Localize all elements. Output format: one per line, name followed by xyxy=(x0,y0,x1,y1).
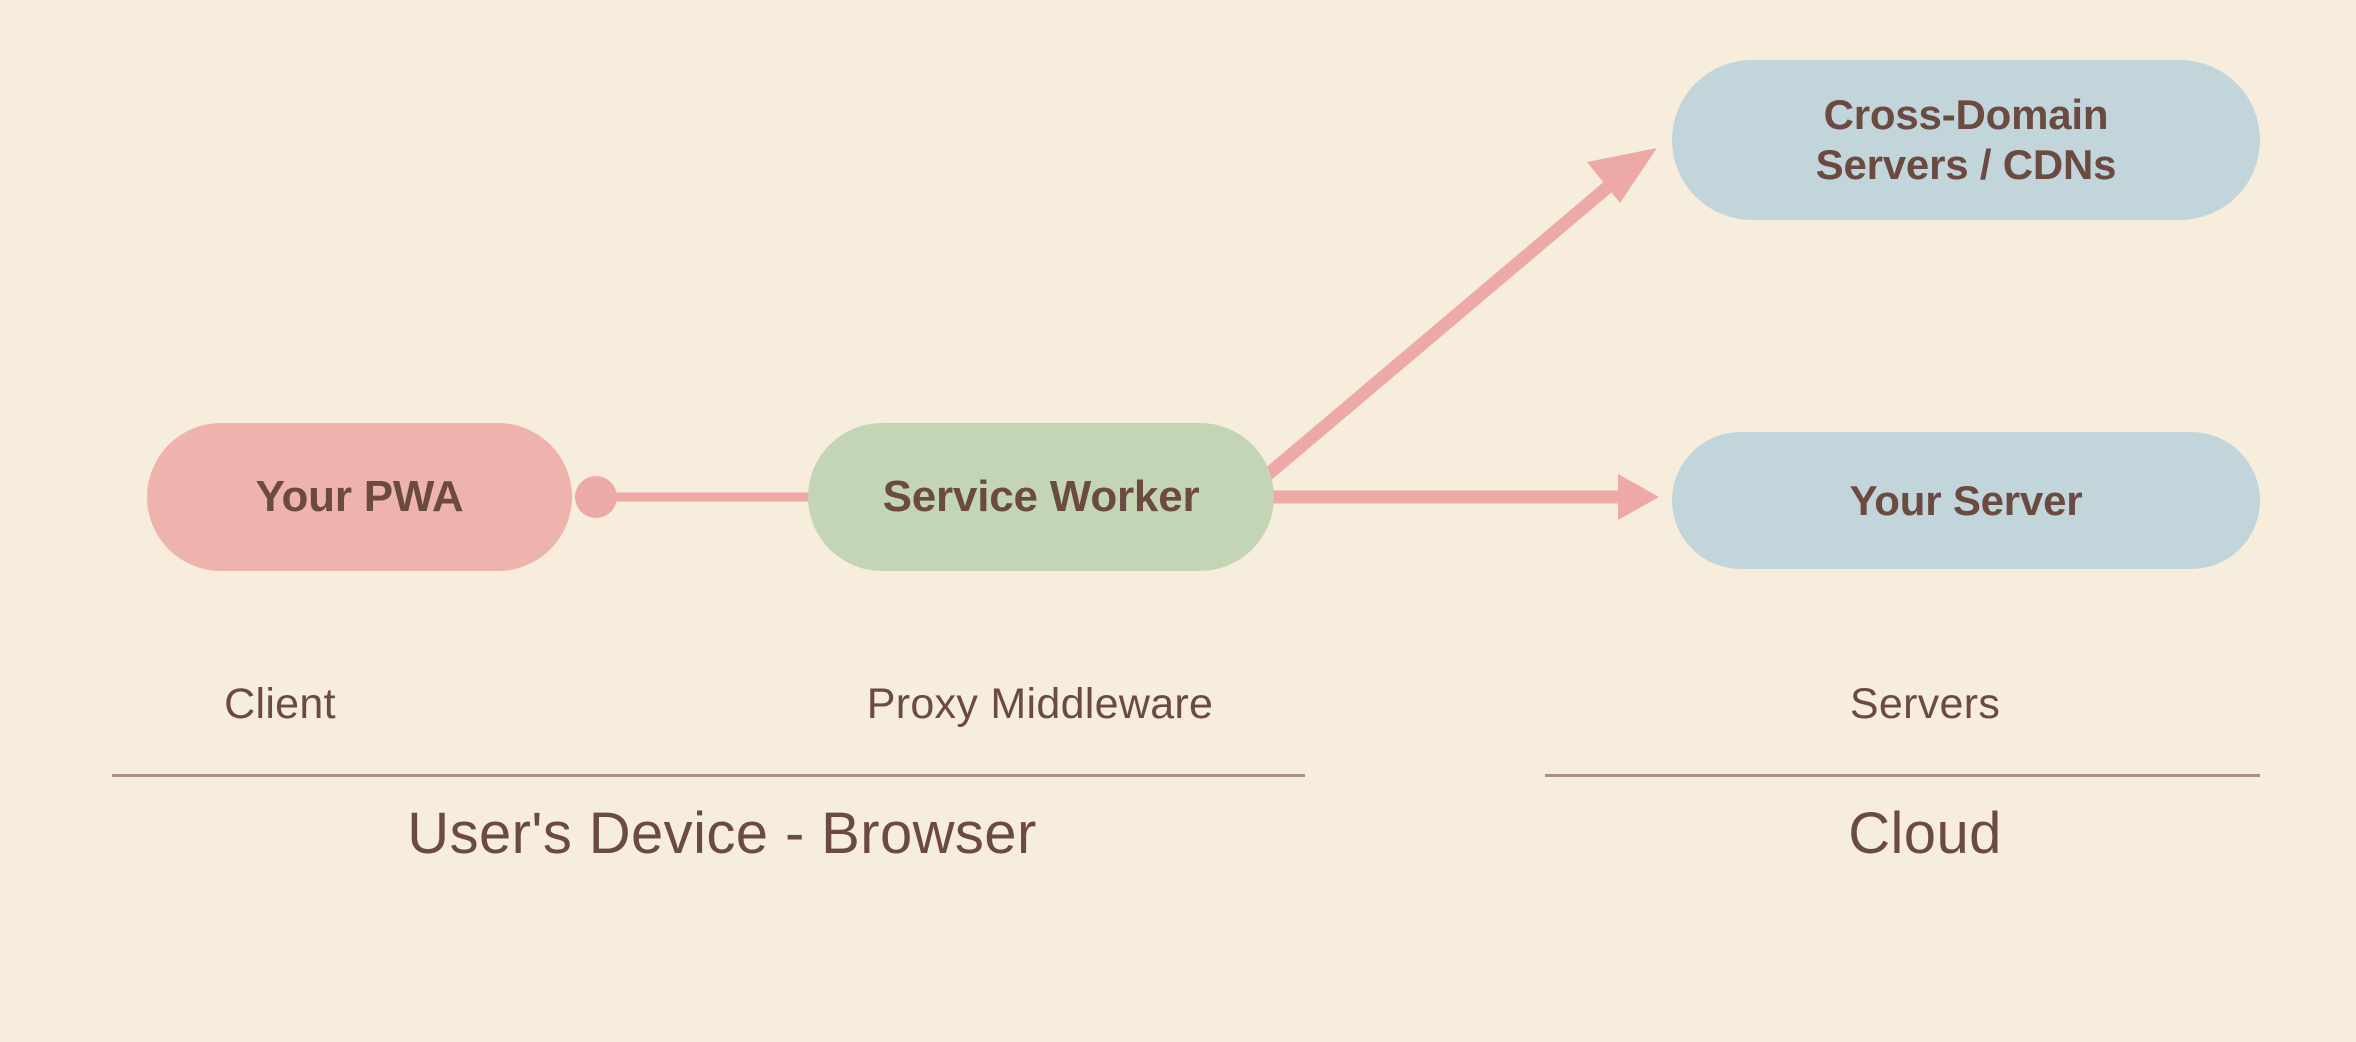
arrowhead-icon-sw-to-server xyxy=(1618,474,1659,520)
node-cross-domain-servers-cdns[interactable]: Cross-Domain Servers / CDNs xyxy=(1672,60,2260,220)
node-your-server[interactable]: Your Server xyxy=(1672,432,2260,569)
zone-label-servers: Servers xyxy=(1849,680,2001,728)
group-label-users-device-browser: User's Device - Browser xyxy=(407,801,1037,866)
divider-cloud xyxy=(1545,774,2260,777)
node-your-pwa[interactable]: Your PWA xyxy=(147,423,572,571)
zone-label-proxy-middleware: Proxy Middleware xyxy=(866,680,1214,728)
node-your-pwa-label: Your PWA xyxy=(255,472,464,522)
connector-pwa-to-sw xyxy=(575,476,812,518)
node-service-worker-label: Service Worker xyxy=(882,472,1200,522)
connector-dot-icon xyxy=(575,476,617,518)
zone-label-client: Client xyxy=(224,680,336,728)
group-label-cloud: Cloud xyxy=(1848,801,2002,866)
node-service-worker[interactable]: Service Worker xyxy=(808,423,1274,571)
connector-sw-to-cdn xyxy=(1261,148,1657,481)
connector-sw-to-server xyxy=(1270,474,1659,520)
arrowhead-icon-sw-to-cdn xyxy=(1587,148,1657,203)
node-your-server-label: Your Server xyxy=(1849,476,2083,524)
node-cross-domain-servers-cdns-label: Cross-Domain Servers / CDNs xyxy=(1815,91,2117,188)
connector-line-sw-to-cdn xyxy=(1261,170,1627,481)
divider-device xyxy=(112,774,1305,777)
